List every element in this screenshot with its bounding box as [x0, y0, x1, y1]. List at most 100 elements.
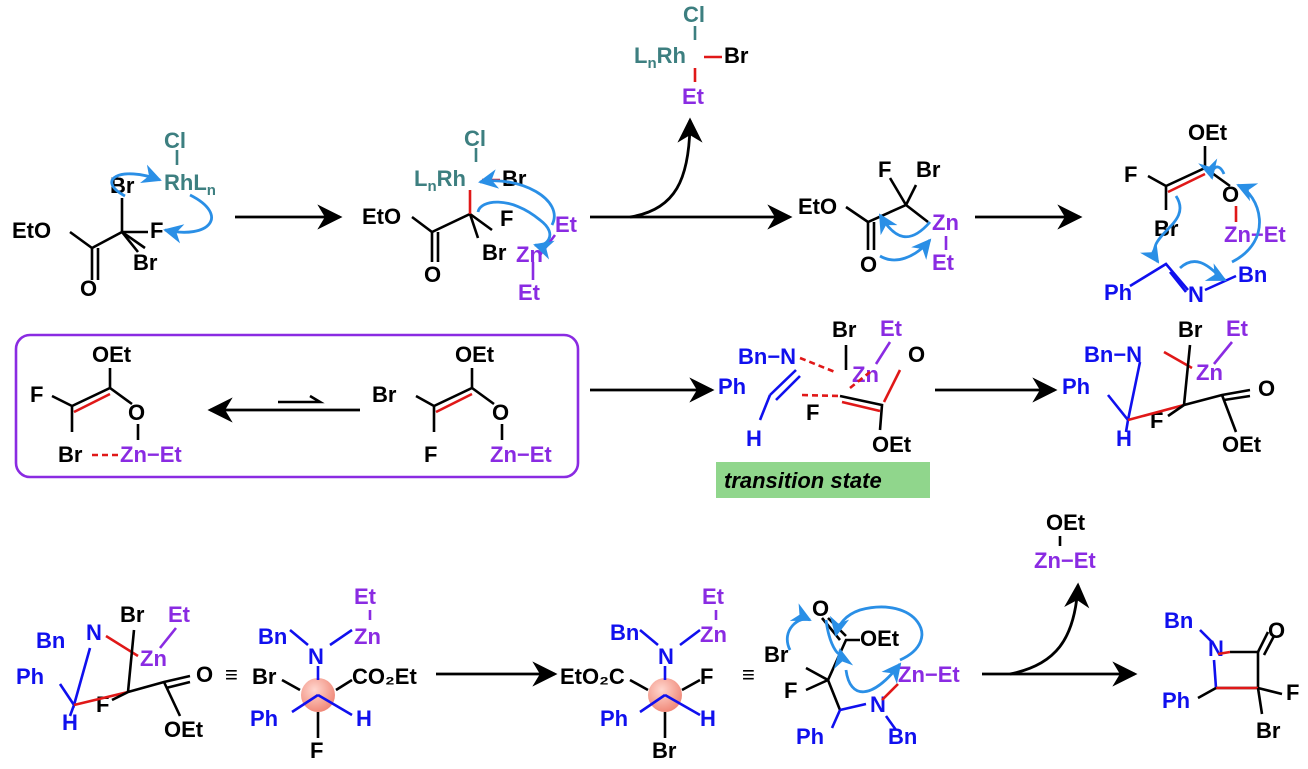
- ethoxy-label: OEt: [1046, 510, 1086, 535]
- zinc-ethyl-label: Zn−Et: [1034, 548, 1096, 573]
- hydrogen-label: H: [1116, 426, 1132, 451]
- ethyl-label: Et: [518, 280, 541, 305]
- fluorine-label: F: [1286, 680, 1299, 705]
- ethyl-label: Et: [702, 584, 725, 609]
- carbonyl-o-label: O: [908, 342, 925, 367]
- fluorine-label: F: [500, 206, 513, 231]
- transition-state-label-box: [716, 462, 930, 498]
- zinc-byproduct: OEt Zn−Et: [1034, 510, 1096, 573]
- fluorine-label: F: [424, 442, 437, 467]
- zinc-amide-intermediate: O Br OEt F Zn−Et N Ph Bn: [764, 596, 960, 749]
- chlorine-label: Cl: [683, 2, 705, 27]
- benzyl-label: Bn: [610, 620, 639, 645]
- zinc-ethyl-label: Zn−Et: [1224, 222, 1286, 247]
- equivalence-symbol: ≡: [742, 662, 755, 687]
- ethoxy-label: OEt: [1188, 120, 1228, 145]
- bromine-label: Br: [252, 664, 277, 689]
- hydrogen-label: H: [746, 426, 762, 451]
- release-arrow: [1009, 582, 1090, 676]
- fluorine-label: F: [150, 218, 163, 243]
- chlorine-label: Cl: [164, 128, 186, 153]
- phenyl-label: Ph: [250, 706, 278, 731]
- rhodium-label: RhLn: [164, 170, 216, 199]
- rhodium-byproduct: Cl LnRh Br Et: [634, 2, 749, 109]
- benzyl-amine-label: Bn−N: [738, 344, 796, 369]
- rhodium-label: LnRh: [634, 43, 686, 72]
- fluorine-label: F: [30, 382, 43, 407]
- carbonyl-o-label: O: [860, 252, 877, 277]
- fluorine-label: F: [784, 678, 797, 703]
- equivalence-symbol: ≡: [225, 662, 238, 687]
- benzyl-label: Bn: [1164, 608, 1193, 633]
- ethoxy-label: EtO: [362, 204, 401, 229]
- ethoxy-label: OEt: [860, 626, 900, 651]
- ethoxy-label: OEt: [455, 342, 495, 367]
- benzyl-label: Bn: [258, 624, 287, 649]
- ethyl-label: Et: [682, 84, 705, 109]
- bromine-label: Br: [482, 240, 507, 265]
- phenyl-label: Ph: [16, 664, 44, 689]
- z-enolate: OEt F O Br Zn−Et: [30, 342, 182, 467]
- transition-state: Bn−N Br Et O Ph Zn F H OEt: [718, 316, 925, 457]
- phenyl-label: Ph: [1162, 688, 1190, 713]
- rhodium-label: LnRh: [414, 166, 466, 195]
- carbonyl-o-label: O: [1258, 376, 1275, 401]
- ethoxy-label: EtO: [12, 218, 51, 243]
- ethyl-label: Et: [880, 316, 903, 341]
- zinc-ethyl-label: Zn−Et: [490, 442, 552, 467]
- ethyl-label: Et: [555, 212, 578, 237]
- benzyl-label: Bn: [36, 628, 65, 653]
- enolate-o-label: O: [492, 400, 509, 425]
- zinc-label: Zn: [932, 210, 959, 235]
- bromine-label: Br: [724, 43, 749, 68]
- ethoxy-label: OEt: [164, 717, 204, 742]
- newman-projection-1: Et Bn Zn N Br CO₂Et Ph H F: [250, 584, 417, 763]
- newman-projection-2: Et Bn Zn N EtO₂C F Ph H Br ≡: [560, 584, 755, 763]
- zinc-label: Zn: [700, 622, 727, 647]
- lactam-o-label: O: [1268, 618, 1285, 643]
- phenyl-label: Ph: [796, 724, 824, 749]
- zinc-ethyl-label: Zn−Et: [120, 442, 182, 467]
- phenyl-label: Ph: [1104, 280, 1132, 305]
- ester-label: CO₂Et: [352, 664, 417, 689]
- carbonyl-o-label: O: [424, 262, 441, 287]
- enolate-o-label: O: [128, 400, 145, 425]
- ethoxy-label: OEt: [1222, 432, 1262, 457]
- ethyl-label: Et: [354, 584, 377, 609]
- ethoxy-label: OEt: [92, 342, 132, 367]
- hydrogen-label: H: [700, 706, 716, 731]
- ethyl-label: Et: [1226, 316, 1249, 341]
- release-arrow: [629, 117, 703, 219]
- phenyl-label: Ph: [1062, 374, 1090, 399]
- bromine-label: Br: [652, 738, 677, 763]
- bromine-label: Br: [133, 250, 158, 275]
- enolate-o-label: O: [1222, 182, 1239, 207]
- carbonyl-o-label: O: [812, 596, 829, 621]
- amine-n-label: N: [658, 644, 674, 669]
- zinc-enolate-imine-complex: OEt F O Br Zn−Et Bn N Ph: [1104, 120, 1286, 307]
- beta-lactam-product: Bn N O Ph F Br: [1162, 608, 1299, 743]
- enolate-equilibrium-box: [14, 333, 580, 479]
- amine-n-label: N: [86, 620, 102, 645]
- ethyl-label: Et: [168, 602, 191, 627]
- bromine-label: Br: [502, 166, 527, 191]
- transition-state-label: transition state: [724, 468, 882, 493]
- fluorine-label: F: [878, 157, 891, 182]
- bromine-label: Br: [1256, 718, 1281, 743]
- carbonyl-o-label: O: [196, 662, 213, 687]
- amine-n-label: N: [308, 644, 324, 669]
- rhodium-oxidative-adduct: EtO O Br F Cl LnRh Br Et Zn Et: [362, 126, 578, 305]
- ethyl-label: Et: [932, 250, 955, 275]
- zinc-label: Zn: [354, 624, 381, 649]
- zinc-label: Zn: [140, 646, 167, 671]
- bromine-label: Br: [764, 642, 789, 667]
- phenyl-label: Ph: [718, 374, 746, 399]
- ethoxy-label: EtO: [798, 194, 837, 219]
- zinc-label: Zn: [1196, 360, 1223, 385]
- substrate-dibromofluoroacetate: EtO O Br Br F Cl RhLn: [12, 128, 216, 301]
- fluorine-label: F: [806, 400, 819, 425]
- ester-label: EtO₂C: [560, 664, 625, 689]
- zinc-ethyl-label: Zn−Et: [898, 662, 960, 687]
- ethoxy-label: OEt: [872, 432, 912, 457]
